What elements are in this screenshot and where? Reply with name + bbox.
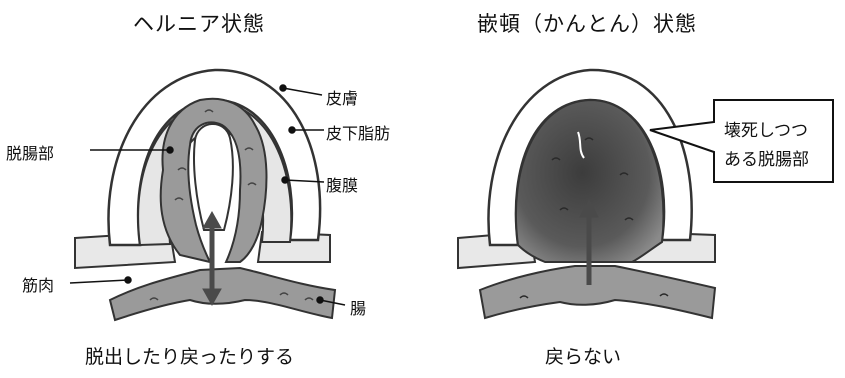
label-peritoneum: 腹膜 [326, 176, 359, 195]
callout-line-2: ある脱腸部 [724, 150, 809, 170]
left-intestine [108, 266, 337, 322]
left-prolapsed-bowel [159, 97, 268, 264]
necrosis-callout [649, 99, 834, 183]
left-skin-layer [107, 68, 322, 247]
right-necrotic-bowel [514, 98, 665, 263]
left-panel-title: ヘルニア状態 [133, 12, 265, 36]
left-panel-caption: 脱出したり戻ったりする [85, 346, 295, 368]
label-skin: 皮膚 [326, 89, 359, 108]
right-incarcerated-illustration [457, 68, 834, 320]
right-panel-title: 嵌頓（かんとん）状態 [477, 12, 697, 36]
label-intestine: 腸 [350, 299, 367, 318]
left-hernia-illustration [69, 68, 346, 322]
right-panel-caption: 戻らない [545, 346, 622, 368]
right-up-arrow [579, 198, 599, 285]
label-prolapsed-bowel: 脱腸部 [6, 144, 55, 163]
label-subcutaneous-fat: 皮下脂肪 [326, 124, 391, 143]
callout-line-1: 壊死しつつ [724, 121, 808, 141]
right-intestine [478, 265, 717, 320]
label-muscle: 筋肉 [22, 276, 55, 295]
left-double-arrow [202, 210, 222, 307]
